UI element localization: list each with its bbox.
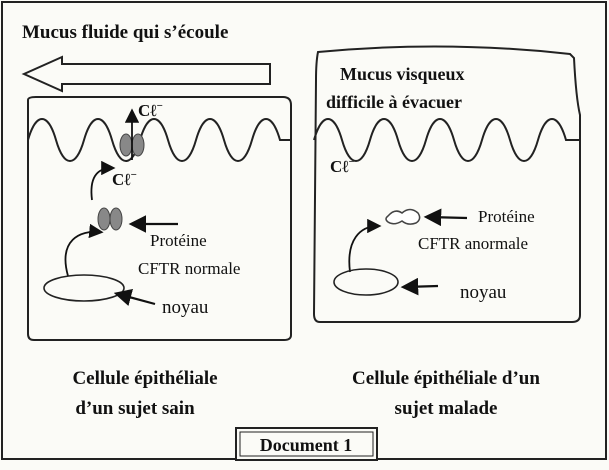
healthy-nucleus-label: noyau bbox=[162, 297, 209, 318]
sick-protein-line1: Protéine bbox=[478, 207, 535, 226]
sick-microvilli bbox=[313, 118, 580, 162]
sick-nucleus bbox=[333, 268, 399, 296]
healthy-protein-line1: Protéine bbox=[150, 231, 207, 250]
healthy-cell: Cℓ− Cℓ− Protéine CFTR normale noyau bbox=[27, 96, 292, 341]
document-label-inner bbox=[239, 431, 374, 457]
healthy-nucleus-pointer bbox=[113, 288, 156, 306]
healthy-ion-mid: Cℓ− bbox=[112, 169, 137, 189]
outer-frame bbox=[1, 1, 607, 460]
healthy-cell-membrane bbox=[27, 96, 292, 341]
healthy-cftr-protein bbox=[97, 207, 123, 231]
healthy-nucleus bbox=[43, 274, 125, 302]
sick-abnormal-protein bbox=[385, 208, 421, 225]
healthy-caption-line2: d’un sujet sain bbox=[75, 398, 195, 419]
healthy-ion-top: Cℓ− bbox=[138, 100, 163, 120]
sick-nucleus-pointer bbox=[400, 277, 439, 296]
healthy-cftr-channel-membrane bbox=[119, 133, 145, 157]
sick-caption-line1: Cellule épithéliale d’un bbox=[352, 368, 540, 389]
healthy-protein-line2: CFTR normale bbox=[138, 259, 240, 278]
healthy-microvilli bbox=[27, 118, 291, 162]
sick-cell-membrane bbox=[312, 45, 581, 323]
sick-nucleus-label: noyau bbox=[460, 282, 507, 303]
sick-mucus-line2: difficile à évacuer bbox=[326, 92, 462, 112]
healthy-synthesis-arrow bbox=[64, 223, 104, 277]
document-label-box bbox=[235, 427, 378, 461]
healthy-caption-line1: Cellule épithéliale bbox=[72, 368, 217, 389]
document-label: Document 1 bbox=[260, 435, 353, 455]
flow-arrow bbox=[21, 55, 271, 93]
sick-synthesis-arrow bbox=[348, 218, 382, 273]
sick-mucus-line1: Mucus visqueux bbox=[340, 64, 465, 84]
header-text: Mucus fluide qui s’écoule bbox=[22, 22, 228, 43]
sick-protein-line2: CFTR anormale bbox=[418, 234, 528, 253]
transport-curve-arrow bbox=[90, 160, 116, 201]
sick-caption-line2: sujet malade bbox=[395, 398, 498, 419]
sick-protein-pointer bbox=[423, 208, 468, 227]
sick-ion: Cℓ− bbox=[330, 156, 355, 176]
sick-cell: Mucus visqueux difficile à évacuer Cℓ− P… bbox=[312, 45, 581, 323]
